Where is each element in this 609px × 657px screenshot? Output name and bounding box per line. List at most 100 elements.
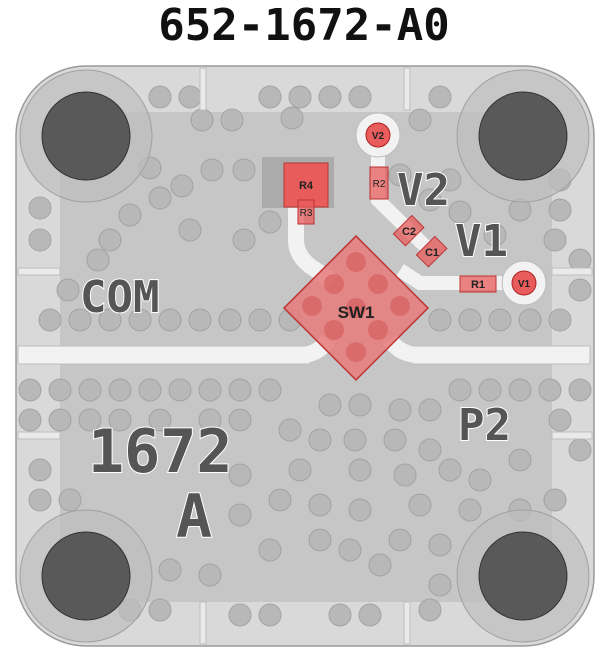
via xyxy=(28,196,52,220)
mount-hole-top-right xyxy=(456,69,590,203)
via xyxy=(28,488,52,512)
via xyxy=(158,558,182,582)
via xyxy=(78,378,102,402)
component-c2 xyxy=(392,214,425,247)
via xyxy=(508,448,532,472)
via xyxy=(468,468,492,492)
via xyxy=(418,398,442,422)
via xyxy=(188,308,212,332)
via xyxy=(408,493,432,517)
via xyxy=(418,438,442,462)
via xyxy=(568,378,592,402)
via xyxy=(228,408,252,432)
via xyxy=(383,428,407,452)
via xyxy=(98,228,122,252)
sw1-pad xyxy=(324,274,344,294)
via xyxy=(568,278,592,302)
via xyxy=(343,428,367,452)
via xyxy=(448,200,472,224)
component-r2: R2 xyxy=(369,166,389,200)
via xyxy=(548,408,572,432)
via xyxy=(38,308,62,332)
via xyxy=(288,85,312,109)
via xyxy=(190,108,214,132)
via xyxy=(538,378,562,402)
sw1-pad xyxy=(390,296,410,316)
via xyxy=(18,378,42,402)
via xyxy=(48,378,72,402)
via xyxy=(198,563,222,587)
via xyxy=(56,278,80,302)
via xyxy=(438,168,462,192)
via xyxy=(228,463,252,487)
via xyxy=(548,198,572,222)
pad-v1-label: V1 xyxy=(518,279,531,290)
via xyxy=(108,378,132,402)
via xyxy=(232,228,256,252)
via xyxy=(568,438,592,462)
via xyxy=(543,488,567,512)
via xyxy=(518,308,542,332)
via xyxy=(228,503,252,527)
via xyxy=(220,108,244,132)
via xyxy=(28,228,52,252)
via xyxy=(98,308,122,332)
com-trace xyxy=(17,345,311,365)
via xyxy=(483,223,507,247)
via xyxy=(438,458,462,482)
c1-label: C1 xyxy=(425,247,439,259)
pad-v2-label: V2 xyxy=(372,131,385,142)
via xyxy=(418,188,442,212)
via xyxy=(428,308,452,332)
via xyxy=(458,498,482,522)
via xyxy=(168,378,192,402)
via xyxy=(543,228,567,252)
via xyxy=(232,158,256,182)
via xyxy=(388,163,412,187)
via xyxy=(268,488,292,512)
p2-trace xyxy=(411,345,591,365)
via xyxy=(200,158,224,182)
c2-label: C2 xyxy=(402,226,416,238)
via xyxy=(388,528,412,552)
mount-hole-bottom-left xyxy=(19,509,153,643)
via xyxy=(278,418,302,442)
via xyxy=(408,108,432,132)
sw1-pad xyxy=(368,320,388,340)
via xyxy=(458,308,482,332)
via xyxy=(148,598,172,622)
traces xyxy=(17,112,591,365)
sw1-pad xyxy=(346,298,366,318)
pad-v1: V1 xyxy=(511,270,537,296)
sw1-pad xyxy=(324,320,344,340)
via xyxy=(428,533,452,557)
via xyxy=(148,408,172,432)
r4-label: R4 xyxy=(299,180,314,192)
mount-hole-bottom-right xyxy=(456,509,590,643)
edge-strips xyxy=(17,67,593,645)
sw1-label: SW1 xyxy=(338,303,375,322)
via xyxy=(58,488,82,512)
via xyxy=(198,408,222,432)
via xyxy=(308,428,332,452)
via xyxy=(318,393,342,417)
via xyxy=(338,538,362,562)
r1-label: R1 xyxy=(471,279,485,291)
r3-trace xyxy=(288,205,338,289)
via xyxy=(428,573,452,597)
silk-com-label: COM xyxy=(80,272,159,323)
silk-v2-label: V2 xyxy=(397,165,450,216)
pad-v2: V2 xyxy=(365,122,391,148)
sw1-pad xyxy=(368,274,388,294)
via xyxy=(228,603,252,627)
silk-v1-label: V1 xyxy=(455,216,508,267)
via xyxy=(148,186,172,210)
via xyxy=(428,85,452,109)
silk-p2-label: P2 xyxy=(458,400,511,451)
via xyxy=(548,308,572,332)
via xyxy=(178,218,202,242)
component-c1 xyxy=(415,235,448,268)
component-sw1: SW1 xyxy=(282,234,430,382)
silk-part-number: 1672 xyxy=(88,417,233,487)
